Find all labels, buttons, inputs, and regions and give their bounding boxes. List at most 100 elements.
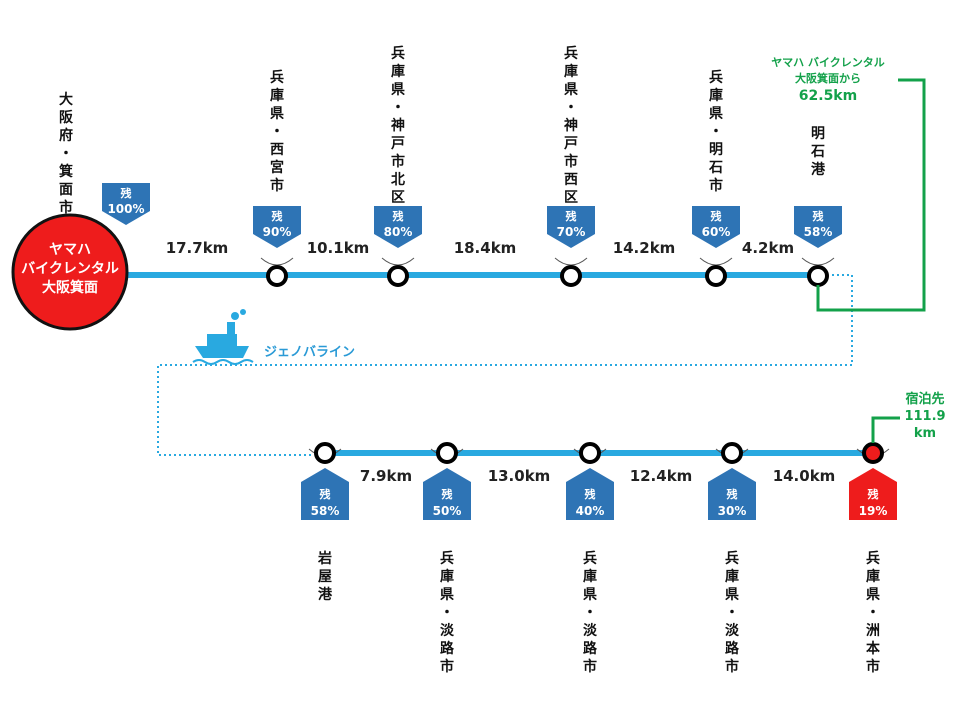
- tag-label: 残: [868, 487, 879, 501]
- bottom-stop-tag-2: 残40%: [566, 468, 614, 520]
- bottom-stop-tag-3: 残30%: [708, 468, 756, 520]
- place-char: 箕: [59, 163, 73, 180]
- top-stop-place-3: 兵庫県・明石市: [708, 69, 723, 194]
- ship-smoke: [231, 312, 239, 320]
- place-char: 区: [564, 190, 578, 206]
- akashi-note-connector: [816, 78, 926, 312]
- place-char: 宮: [270, 159, 284, 176]
- place-char: 県: [270, 106, 284, 122]
- place-char: 市: [866, 658, 880, 675]
- place-char: 岩: [317, 550, 332, 567]
- origin-label: 大阪箕面: [42, 279, 98, 296]
- place-char: 兵: [709, 69, 723, 86]
- place-char: 明: [709, 142, 723, 158]
- place-char: 市: [725, 658, 739, 675]
- tag-shape: [253, 206, 301, 248]
- top-stop-tag-1: 残80%: [374, 206, 422, 248]
- tag-label: 残: [442, 487, 453, 501]
- tag-percent: 58%: [804, 225, 833, 239]
- place-char: 路: [440, 640, 455, 657]
- bottom-distance-0: 7.9km: [360, 467, 412, 485]
- place-char: 県: [866, 587, 880, 603]
- bottom-stop-marker-0: [314, 442, 336, 464]
- place-char: 市: [564, 153, 578, 170]
- place-char: 庫: [583, 568, 597, 585]
- bottom-stop-marker-4: [862, 442, 884, 464]
- akashi-note-line: 大阪箕面から: [795, 71, 861, 85]
- place-char: 市: [391, 153, 405, 170]
- bottom-stop-marker-1: [436, 442, 458, 464]
- tag-label: 残: [727, 487, 738, 501]
- tag-label: 残: [813, 209, 824, 223]
- place-char: 淡: [725, 623, 740, 639]
- place-char: 淡: [583, 623, 598, 639]
- top-distance-0: 17.7km: [166, 239, 229, 257]
- top-stop-tag-3: 残60%: [692, 206, 740, 248]
- bottom-stop-place-0: 岩屋港: [317, 550, 333, 603]
- tag-shape: [849, 468, 897, 520]
- tag-shape: [301, 468, 349, 520]
- place-char: 県: [709, 106, 723, 122]
- tag-label: 残: [393, 209, 404, 223]
- destination-note-line: km: [914, 426, 936, 441]
- place-char: 庫: [440, 568, 454, 585]
- place-char: 市: [709, 177, 723, 194]
- ferry-route-line: [157, 274, 853, 456]
- top-stop-place-0: 兵庫県・西宮市: [270, 69, 284, 194]
- bottom-stop-tag-4: 残19%: [849, 468, 897, 520]
- top-stop-tag-2: 残70%: [547, 206, 595, 248]
- bottom-stop-tag-0: 残58%: [301, 468, 349, 520]
- place-char: 県: [725, 587, 739, 603]
- top-stop-arc-4: [801, 257, 835, 266]
- place-char: 北: [391, 172, 405, 188]
- place-char: 屋: [318, 569, 332, 585]
- top-distance-1: 10.1km: [307, 239, 370, 257]
- tag-label: 残: [585, 487, 596, 501]
- top-stop-arc-3: [699, 257, 733, 266]
- place-char: 港: [318, 586, 333, 603]
- tag-percent: 90%: [263, 225, 292, 239]
- tag-label: 残: [121, 186, 132, 200]
- tag-shape: [547, 206, 595, 248]
- top-distance-4: 4.2km: [742, 239, 794, 257]
- origin-circle: [11, 213, 129, 331]
- place-char: 大: [59, 91, 73, 108]
- akashi-note-line: ヤマハ バイクレンタル: [771, 56, 885, 69]
- place-char: 市: [440, 658, 454, 675]
- destination-note-line: 111.9: [904, 409, 945, 424]
- place-char: 淡: [440, 623, 455, 639]
- destination-note-line: 宿泊先: [905, 391, 944, 407]
- place-char: ・: [709, 124, 723, 140]
- tag-percent: 58%: [311, 504, 340, 518]
- tag-percent: 70%: [557, 225, 586, 239]
- top-stop-place-4: 明石港: [810, 126, 826, 178]
- place-char: 神: [391, 117, 405, 134]
- ship-smoke: [240, 309, 246, 315]
- tag-shape: [692, 206, 740, 248]
- ship-cabin: [207, 334, 237, 346]
- place-char: 県: [440, 587, 454, 603]
- place-char: 港: [811, 161, 826, 178]
- top-stop-arc-0: [260, 257, 294, 266]
- place-char: ・: [583, 605, 597, 621]
- bottom-stop-place-2: 兵庫県・淡路市: [583, 550, 598, 675]
- place-char: 戸: [391, 136, 405, 152]
- ship-icon: [192, 309, 254, 365]
- place-char: 府: [59, 127, 73, 144]
- tag-shape: [374, 206, 422, 248]
- bottom-stop-place-4: 兵庫県・洲本市: [866, 550, 881, 675]
- ship-waves: [192, 359, 254, 365]
- place-char: ・: [725, 605, 739, 621]
- origin-place: 大阪府・箕面市: [59, 91, 74, 216]
- tag-shape: [423, 468, 471, 520]
- bottom-stop-marker-3: [721, 442, 743, 464]
- bottom-distance-3: 14.0km: [773, 467, 836, 485]
- place-char: ・: [440, 605, 454, 621]
- top-stop-marker-2: [560, 265, 582, 287]
- top-distance-3: 14.2km: [613, 239, 676, 257]
- tag-label: 残: [272, 209, 283, 223]
- place-char: 面: [59, 182, 73, 198]
